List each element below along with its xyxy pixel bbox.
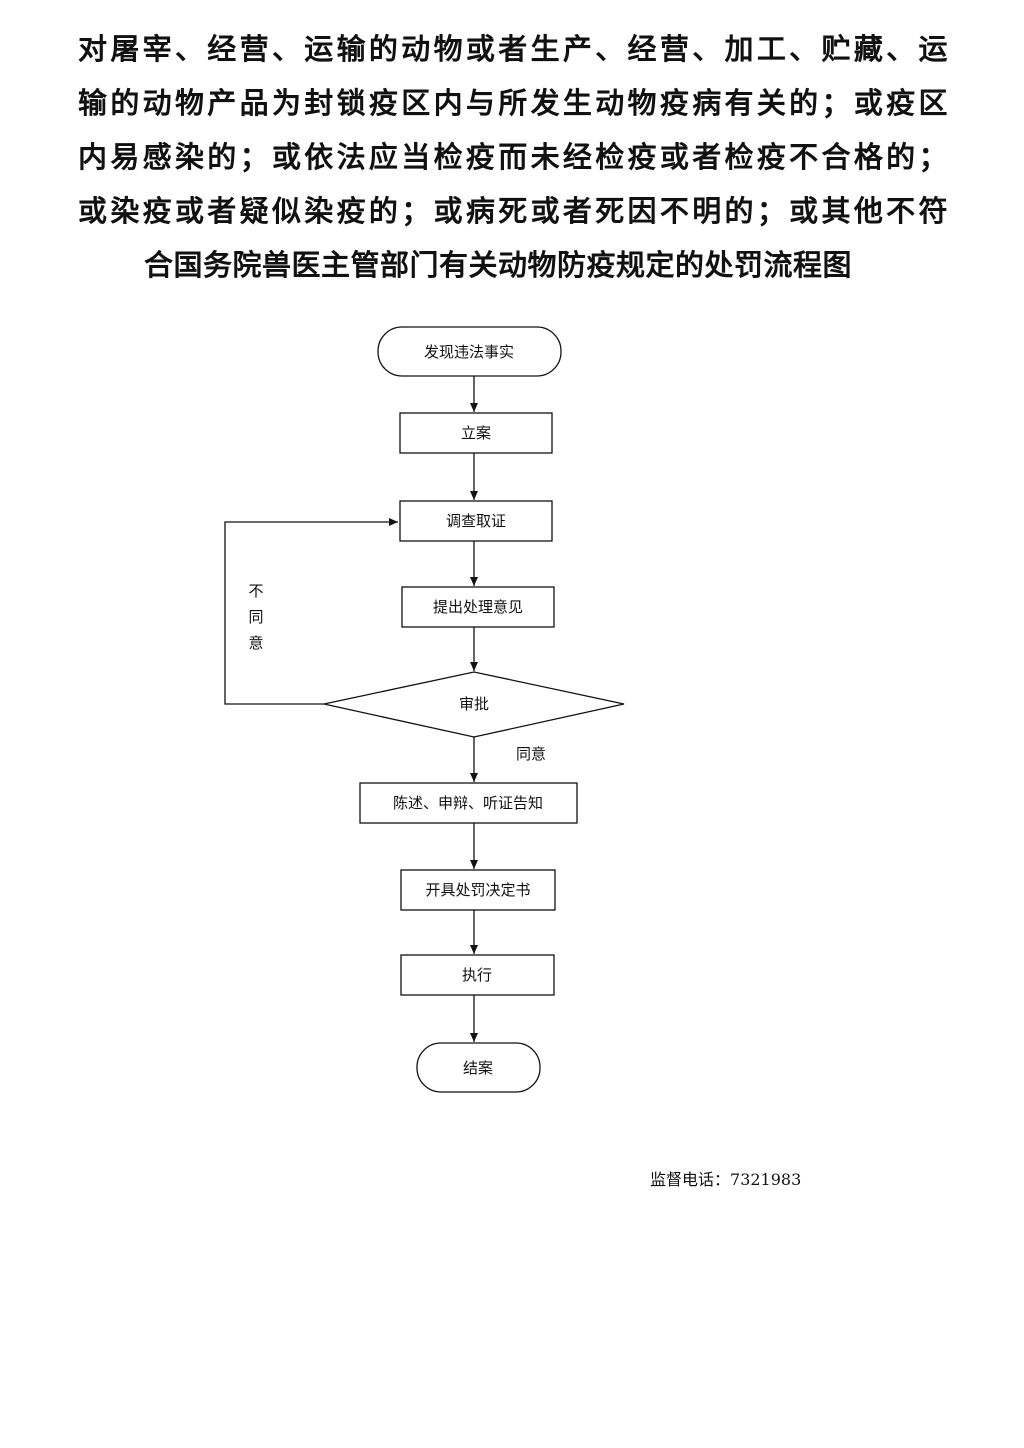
edge-label-disagree-3: 意 (248, 634, 263, 652)
node-execute-label: 执行 (462, 966, 492, 984)
title-line-4: 或染疫或者疑似染疫的；或病死或者死因不明的；或其他不符 (78, 194, 948, 228)
hotline-number: 7321983 (730, 1170, 802, 1189)
node-propose-label: 提出处理意见 (433, 598, 523, 616)
node-notify: 陈述、申辩、听证告知 (359, 782, 578, 824)
hotline-label: 监督电话： (650, 1170, 731, 1189)
node-start-label: 发现违法事实 (424, 343, 514, 361)
node-approve-label: 审批 (459, 695, 489, 713)
node-file-case: 立案 (399, 412, 553, 454)
edge-approve-to-investigate-loop (224, 518, 398, 705)
node-close: 结案 (416, 1042, 541, 1093)
node-investigate: 调查取证 (399, 500, 553, 542)
node-close-label: 结案 (463, 1059, 493, 1077)
node-approve: 审批 (323, 671, 625, 738)
node-decision: 开具处罚决定书 (400, 869, 556, 911)
title-line-2: 输的动物产品为封锁疫区内与所发生动物疫病有关的；或疫区 (78, 86, 948, 120)
node-notify-label: 陈述、申辩、听证告知 (393, 794, 543, 812)
node-investigate-label: 调查取证 (446, 512, 506, 530)
supervision-hotline: 监督电话：7321983 (650, 1166, 801, 1190)
title-line-5: 合国务院兽医主管部门有关动物防疫规定的处罚流程图 (143, 248, 852, 282)
title-line-3: 内易感染的；或依法应当检疫而未经检疫或者检疫不合格的； (78, 140, 948, 174)
node-propose: 提出处理意见 (401, 586, 555, 628)
edge-label-disagree-1: 不 (248, 582, 263, 600)
edge-label-agree: 同意 (516, 745, 546, 763)
edge-label-disagree-2: 同 (248, 608, 263, 626)
document-title: 对屠宰、经营、运输的动物或者生产、经营、加工、贮藏、运 输的动物产品为封锁疫区内… (78, 22, 948, 292)
node-decision-label: 开具处罚决定书 (425, 881, 530, 899)
node-execute: 执行 (400, 954, 555, 996)
node-start: 发现违法事实 (377, 326, 562, 377)
node-file-case-label: 立案 (461, 424, 491, 442)
title-line-1: 对屠宰、经营、运输的动物或者生产、经营、加工、贮藏、运 (78, 32, 948, 66)
